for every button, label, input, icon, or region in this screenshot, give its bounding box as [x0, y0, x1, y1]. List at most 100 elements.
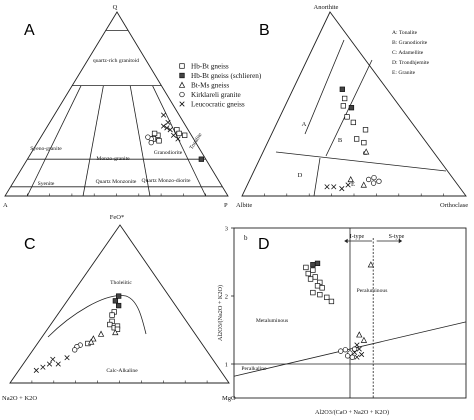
- panel-b-point: [348, 105, 355, 111]
- legend-symbol-cross: [179, 101, 185, 107]
- panel-c-point: [33, 367, 39, 373]
- panel-c-vertex-feo: FeO*: [110, 214, 124, 221]
- panel-d-line-peralkaline: [233, 321, 467, 377]
- panel-c-point: [107, 321, 113, 328]
- panel-b-field-letter: B: [338, 137, 343, 144]
- panel-b-vertex-an: Anorthite: [314, 4, 339, 11]
- panel-b-point: [339, 86, 345, 92]
- panel-d-y-axis-label: Al2O3/(Na2O + K2O): [217, 285, 224, 341]
- panel-d-point: [367, 261, 375, 268]
- panel-d-point: [314, 260, 321, 267]
- panel-b-vertex-ab: Albite: [236, 202, 252, 209]
- panel-d-point: [349, 354, 355, 360]
- panel-d-point: [354, 354, 360, 360]
- panel-a-point: [175, 136, 181, 142]
- panel-d-point: [359, 351, 365, 358]
- panel-c-point: [97, 330, 105, 337]
- legend-label: Bt-Ms gneiss: [191, 81, 229, 89]
- panel-c-point: [90, 335, 97, 342]
- panel-d-point: [356, 346, 362, 352]
- panel-b-point: [360, 181, 367, 188]
- panel-a-field-label: quartz-rich granitoid: [93, 58, 139, 64]
- panel-d-point: [338, 348, 344, 354]
- panel-b-key-item: E: Granite: [392, 70, 416, 76]
- panel-a-point: [145, 134, 151, 140]
- panel-c-point: [109, 312, 115, 318]
- panel-b-point: [344, 114, 350, 120]
- panel-d-letter: D: [258, 236, 270, 253]
- legend-label: Hb-Bt gneiss (schlieren): [191, 72, 262, 80]
- panel-c-field-calc-alkaline: Calc-Alkaline: [106, 368, 138, 374]
- panel-b-point: [376, 178, 382, 184]
- panel-b-key-item: D: Trondhjemite: [392, 60, 430, 66]
- panel-d-point: [305, 270, 311, 277]
- panel-d-point: [310, 262, 316, 268]
- panel-b-point: [362, 127, 369, 133]
- panel-b-point: [365, 176, 372, 183]
- panel-d-point: [314, 283, 321, 289]
- panel-d-point: [312, 274, 318, 280]
- legend-symbol-circle: [179, 91, 185, 98]
- panel-b: AnorthiteAlbiteOrthoclaseBABCDEA: Tonali…: [236, 4, 468, 209]
- panel-b-divider-de: [313, 157, 321, 197]
- panel-a-field-label: Quartz Monzonite: [96, 179, 137, 185]
- legend-symbol-open-square: [179, 63, 185, 69]
- panel-b-point: [340, 103, 347, 109]
- panel-b-point: [324, 184, 330, 190]
- legend-label: Hb-Bt gneiss: [191, 62, 229, 70]
- panel-d-point: [360, 336, 368, 343]
- panel-a-point: [156, 138, 162, 144]
- panel-c-vertex-mgo: MgO: [222, 395, 236, 402]
- panel-b-point: [339, 186, 345, 192]
- panel-d-field-peraluminous: Peraluminous: [357, 288, 388, 294]
- panel-d-y-tick-label: 1: [225, 362, 228, 369]
- panel-b-key-item: A: Tonalite: [392, 30, 418, 36]
- panel-c-point: [112, 298, 119, 304]
- panel-a-field-label: Quartz Monzo-diorite: [142, 178, 191, 184]
- panel-d-point: [310, 289, 316, 296]
- panel-c-point: [40, 364, 46, 370]
- panel-a-field-label: Monzo-granite: [96, 156, 130, 162]
- panel-d-point: [354, 342, 360, 348]
- panel-c-tholeiitic-calc-alkaline-boundary: [47, 295, 147, 338]
- panel-d-point: [328, 298, 335, 305]
- panel-b-vertex-or: Orthoclase: [440, 202, 468, 209]
- panel-d-point: [352, 349, 358, 356]
- legend-label: Kirklareli granite: [191, 91, 241, 99]
- panel-a-field-label: Granodiorite: [154, 150, 183, 156]
- panel-a-field-divider-1: [82, 85, 104, 197]
- panel-b-point: [341, 95, 348, 102]
- panel-d-point: [342, 347, 349, 353]
- panel-b-letter: B: [259, 22, 270, 39]
- panel-a-point: [182, 132, 188, 138]
- panel-a-point: [170, 132, 177, 138]
- panel-b-point: [353, 136, 360, 142]
- panel-b-field-letter: D: [298, 172, 303, 179]
- panel-a-field-divider-2: [129, 85, 151, 197]
- panel-d-x-axis-label: Al2O3/(CaO + Na2O + K2O): [315, 409, 389, 416]
- panel-d-point: [303, 264, 309, 271]
- panel-a-vertex-q: Q: [113, 4, 118, 11]
- panel-c-point: [112, 328, 119, 336]
- panel-d-arrowhead-stype: [398, 238, 403, 244]
- panel-a-vertex-p: P: [224, 202, 228, 209]
- panel-a-point: [160, 123, 167, 129]
- panel-d-field-peralkaline: Peralkaline: [241, 366, 267, 372]
- legend-label: Leucocratic gneiss: [191, 100, 245, 108]
- panel-a-field-divider-3: [152, 85, 207, 197]
- panel-d-point: [324, 294, 330, 301]
- panel-d-point: [356, 331, 363, 338]
- panel-b-point: [345, 182, 351, 188]
- panel-c-vertex-alk: Na2O + K2O: [2, 395, 37, 402]
- panel-d-sub-letter: b: [244, 234, 248, 242]
- panel-b-field-letter: E: [351, 181, 355, 188]
- panel-c-point: [55, 361, 61, 367]
- panel-a-field-divider-0: [26, 85, 82, 197]
- panel-b-key-item: B: Granodiorite: [392, 40, 428, 46]
- panel-a-letter: A: [24, 22, 35, 39]
- panel-c-point: [72, 347, 78, 353]
- panel-b-point: [347, 175, 354, 183]
- panel-b-point: [371, 174, 377, 181]
